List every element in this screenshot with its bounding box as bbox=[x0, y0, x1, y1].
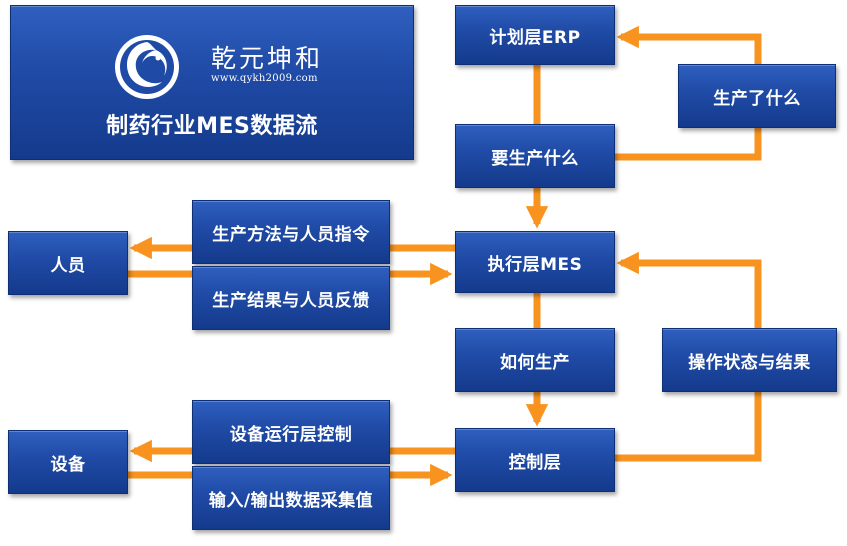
status-to-mes-arrow bbox=[616, 251, 762, 328]
produced-to-erp-arrow bbox=[616, 25, 762, 64]
equipment-control-node: 设备运行层控制 bbox=[192, 400, 390, 464]
control-to-status-line bbox=[615, 392, 762, 462]
result-feedback-node: 生产结果与人员反馈 bbox=[192, 266, 390, 330]
diagram-title: 制药行业MES数据流 bbox=[106, 114, 318, 139]
personnel-node: 人员 bbox=[8, 231, 128, 295]
erp-node: 计划层ERP bbox=[455, 5, 615, 65]
how-to-produce-node: 如何生产 bbox=[455, 328, 615, 392]
dragon-logo-icon bbox=[112, 32, 182, 102]
mes-node: 执行层MES bbox=[455, 231, 615, 293]
title-block: 乾元坤和 www.qykh2009.com 制药行业MES数据流 bbox=[10, 5, 414, 160]
io-data-node: 输入/输出数据采集值 bbox=[192, 466, 390, 530]
equipment-node: 设备 bbox=[8, 430, 128, 494]
what-to-produce-node: 要生产什么 bbox=[455, 124, 615, 188]
method-instruction-node: 生产方法与人员指令 bbox=[192, 200, 390, 264]
brand-name: 乾元坤和 bbox=[211, 44, 324, 73]
demand-to-produced-loop bbox=[615, 128, 762, 161]
control-layer-node: 控制层 bbox=[455, 428, 615, 492]
what-produced-node: 生产了什么 bbox=[678, 64, 836, 128]
brand-url: www.qykh2009.com bbox=[211, 73, 318, 84]
operation-status-node: 操作状态与结果 bbox=[662, 328, 837, 392]
